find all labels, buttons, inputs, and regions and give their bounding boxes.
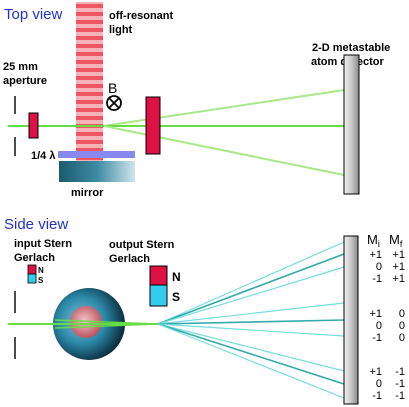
output-beam — [157, 241, 345, 325]
mf-value: 0 — [399, 308, 405, 320]
mi-value: -1 — [372, 390, 382, 402]
light-stripe — [76, 92, 103, 96]
output-beam — [157, 323, 345, 399]
mf-value: -1 — [395, 390, 405, 402]
light-stripe — [76, 4, 103, 8]
mi-value: +1 — [369, 249, 382, 261]
waveplate-label: 1/4 λ — [31, 150, 55, 162]
mi-value: -1 — [372, 273, 382, 285]
aperture-label-line-1: 25 mm — [3, 61, 38, 73]
mi-value: 0 — [376, 261, 382, 273]
output-magnet-n — [149, 265, 168, 286]
light-stripe — [76, 76, 103, 80]
light-stripe — [76, 12, 103, 16]
top-view: Top view off-resonant light 25 mm apertu… — [3, 2, 390, 199]
b-field-label: B — [108, 80, 117, 96]
output-sg-label-line-1: output Stern — [109, 239, 175, 251]
output-magnet-legend: N S — [149, 265, 181, 307]
output-beam — [157, 323, 345, 372]
b-field-into-page-icon — [106, 95, 122, 111]
side-beam-split-down — [54, 323, 159, 329]
atom-beam-lower — [103, 125, 345, 176]
mi-header: Mi — [367, 232, 380, 249]
light-label-line-2: light — [109, 24, 133, 36]
mf-header: Mf — [389, 232, 403, 249]
mi-value: 0 — [376, 320, 382, 332]
mf-value: +1 — [392, 249, 405, 261]
light-stripe — [76, 100, 103, 104]
light-stripe — [76, 44, 103, 48]
output-beam — [157, 323, 345, 337]
output-magnet-top — [145, 96, 161, 155]
output-magnet-s-label: S — [172, 290, 180, 304]
light-stripe — [76, 28, 103, 32]
mi-value: +1 — [369, 366, 382, 378]
output-beam-fan — [157, 241, 345, 399]
mirror-label: mirror — [71, 187, 104, 199]
light-stripe — [76, 148, 103, 152]
output-beam — [157, 323, 345, 385]
output-sg-label-line-2: Gerlach — [109, 253, 150, 265]
light-stripe — [76, 84, 103, 88]
output-beam — [157, 302, 345, 325]
mf-value: -1 — [395, 366, 405, 378]
side-view-title: Side view — [4, 216, 68, 233]
output-magnet-s — [149, 284, 168, 307]
input-magnet-n-label: N — [38, 266, 44, 275]
top-view-title: Top view — [4, 6, 63, 23]
mf-value: 0 — [399, 332, 405, 344]
mf-value: 0 — [399, 320, 405, 332]
light-stripe — [76, 108, 103, 112]
output-beam — [157, 266, 345, 325]
input-sg-label-line-1: input Stern — [14, 238, 72, 250]
side-view: Side view input Stern Gerlach output Ste… — [4, 216, 405, 405]
light-stripe — [76, 132, 103, 136]
output-magnet-n-label: N — [172, 270, 181, 284]
mf-value: +1 — [392, 273, 405, 285]
atom-beam-upper — [103, 89, 345, 127]
light-stripe — [76, 68, 103, 72]
input-magnet-legend: N S — [27, 264, 44, 285]
light-stripe — [76, 20, 103, 24]
side-beam-split-up — [54, 319, 159, 325]
light-beam-core — [70, 306, 102, 338]
input-magnet-top — [28, 112, 39, 139]
light-stripe — [76, 140, 103, 144]
light-stripe — [76, 52, 103, 56]
mf-value: -1 — [395, 378, 405, 390]
input-magnet-n — [27, 264, 37, 275]
mirror — [59, 161, 135, 182]
output-beam — [157, 319, 345, 325]
detector-label-line-1: 2-D metastable — [312, 42, 390, 54]
aperture-label-line-2: aperture — [3, 75, 47, 87]
quarter-wave-plate — [58, 151, 135, 158]
input-sg-label-line-2: Gerlach — [14, 252, 55, 264]
off-resonant-light-beam — [76, 2, 103, 162]
mi-value: +1 — [369, 308, 382, 320]
detector-side — [343, 235, 359, 405]
light-stripe — [76, 116, 103, 120]
output-beam — [157, 253, 345, 325]
input-magnet-s-label: S — [38, 276, 44, 285]
light-stripe — [76, 60, 103, 64]
light-label-line-1: off-resonant — [109, 10, 174, 22]
mf-value: +1 — [392, 261, 405, 273]
light-stripe — [76, 36, 103, 40]
detector-top — [343, 54, 360, 195]
input-magnet-s — [27, 273, 37, 284]
mi-value: -1 — [372, 332, 382, 344]
mi-value: 0 — [376, 378, 382, 390]
